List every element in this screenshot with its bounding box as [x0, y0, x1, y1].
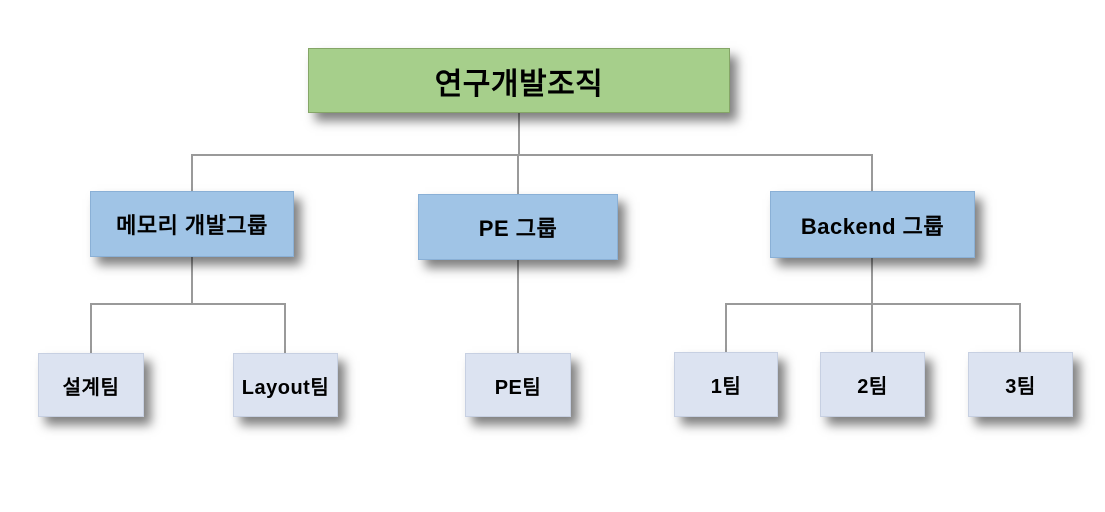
connector-team1-drop [725, 303, 727, 353]
node-memory-dev-group: 메모리 개발그룹 [90, 191, 294, 257]
connector-team2-drop [871, 303, 873, 353]
node-rnd-organization: 연구개발조직 [308, 48, 730, 113]
connector-backend-group-drop [871, 154, 873, 192]
node-pe-team: PE팀 [465, 353, 571, 417]
connector-team3-drop [1019, 303, 1021, 353]
connector-level1-horizontal [191, 154, 873, 156]
connector-root-vertical [518, 113, 520, 156]
node-team-3: 3팀 [968, 352, 1073, 417]
connector-backend-subtree-horizontal [725, 303, 1021, 305]
node-design-team: 설계팀 [38, 353, 144, 417]
node-team-2: 2팀 [820, 352, 925, 417]
node-layout-team: Layout팀 [233, 353, 338, 417]
node-pe-group: PE 그룹 [418, 194, 618, 260]
connector-backend-subtree-vertical [871, 258, 873, 305]
node-backend-group: Backend 그룹 [770, 191, 975, 258]
connector-memory-subtree-vertical [191, 257, 193, 305]
connector-layout-team-drop [284, 303, 286, 354]
connector-design-team-drop [90, 303, 92, 354]
node-team-1: 1팀 [674, 352, 778, 417]
connector-pe-team-drop [517, 260, 519, 354]
connector-memory-group-drop [191, 154, 193, 192]
connector-memory-subtree-horizontal [90, 303, 286, 305]
connector-pe-group-drop [517, 154, 519, 195]
